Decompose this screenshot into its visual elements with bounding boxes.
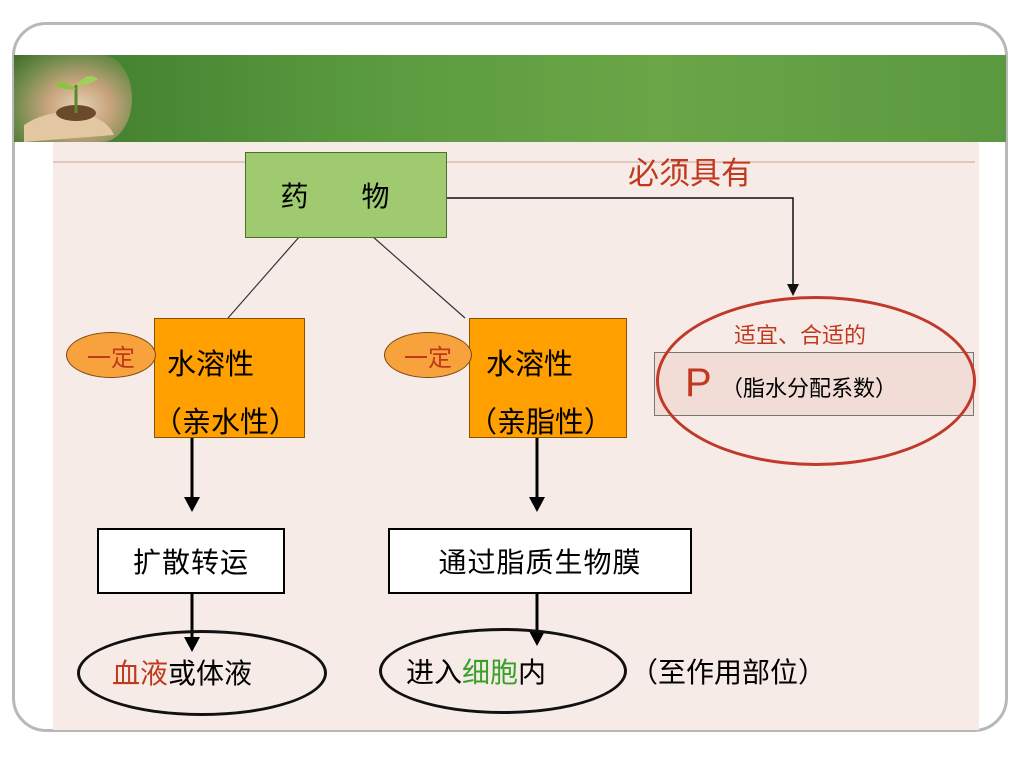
cell-oval — [379, 628, 627, 714]
drug-label: 药 物 — [280, 180, 412, 213]
inside-label: 内 — [518, 656, 547, 689]
lipophilic-line2: （亲脂性） — [468, 405, 614, 439]
diffusion-box: 扩散转运 — [97, 528, 285, 594]
diffusion-label: 扩散转运 — [132, 546, 249, 579]
hydrophilic-line1: 水溶性 — [167, 347, 255, 381]
middle-certain-label: 一定 — [404, 343, 452, 372]
lipophilic-line1: 水溶性 — [486, 347, 574, 381]
hydrophilic-line2: （亲水性） — [153, 405, 299, 439]
left-certain-label: 一定 — [87, 343, 135, 372]
body-fluid-label: 或体液 — [168, 657, 253, 690]
action-site-note: （至作用部位） — [630, 656, 827, 689]
cell-destination: 进入细胞内 — [406, 651, 546, 691]
lipid-membrane-label: 通过脂质生物膜 — [438, 546, 642, 579]
lipid-membrane-box: 通过脂质生物膜 — [388, 528, 692, 594]
seedling-icon — [24, 76, 114, 142]
drug-box: 药 物 — [245, 152, 447, 238]
lipophilic-box: 水溶性 （亲脂性） — [468, 318, 627, 439]
must-have-label: 必须具有 — [628, 156, 752, 192]
blood-destination: 血液或体液 — [112, 652, 252, 692]
hydrophilic-box: 水溶性 （亲水性） — [153, 318, 305, 439]
cell-label: 细胞 — [462, 656, 519, 689]
header-band — [14, 55, 1006, 142]
blood-oval — [77, 630, 327, 716]
left-certain-tag: 一定 — [66, 332, 156, 378]
enter-label: 进入 — [406, 656, 463, 689]
blood-label: 血液 — [112, 657, 169, 690]
highlight-ellipse — [656, 296, 976, 466]
middle-certain-tag: 一定 — [384, 332, 472, 378]
header-seedling-image — [14, 55, 132, 142]
